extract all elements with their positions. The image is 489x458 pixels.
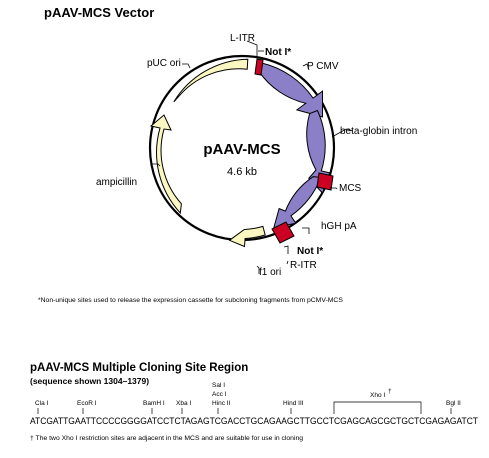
not1-bottom-label: Not I* xyxy=(297,246,323,257)
mcs-region-subtitle: (sequence shown 1304–1379) xyxy=(30,376,149,386)
not1-top-label: Not I* xyxy=(265,47,291,58)
mcs-region-title: pAAV-MCS Multiple Cloning Site Region xyxy=(30,362,248,374)
leader-lines xyxy=(152,40,354,274)
site-label-sal1: Sal I xyxy=(212,382,225,389)
site-label-hinc2: Hinc II xyxy=(212,400,231,407)
site-label-bgl2: Bgl II xyxy=(446,400,461,407)
plasmid-name: pAAV-MCS xyxy=(203,141,280,158)
ritr-label: R-ITR xyxy=(290,260,317,271)
beta-globin-label: beta-globin intron xyxy=(340,126,417,137)
mcs-label: MCS xyxy=(339,183,362,194)
site-ticks xyxy=(37,401,452,414)
hgh-pa-arrow xyxy=(273,176,322,229)
xho1-footnote: † The two Xho I restriction sites are ad… xyxy=(30,435,303,442)
site-label-ecor1: EcoR I xyxy=(77,400,97,407)
mcs-site xyxy=(316,172,334,191)
site-label-acc1: Acc I xyxy=(212,391,227,398)
site-label-hind3: Hind III xyxy=(283,400,304,407)
site-label-xho1-mark: † xyxy=(388,388,392,395)
vector-title: pAAV-MCS Vector xyxy=(44,5,154,20)
f1-ori-label: f1 ori xyxy=(259,267,281,278)
litr-label: L-ITR xyxy=(230,33,255,44)
puc-ori-arrow xyxy=(173,58,249,103)
nonunique-footnote: *Non-unique sites used to release the ex… xyxy=(38,297,343,304)
site-label-xba1: Xba I xyxy=(176,400,191,407)
ampicillin-label: ampicillin xyxy=(96,177,137,188)
not1-site-bottom xyxy=(271,221,295,244)
hgh-pa-label: hGH pA xyxy=(321,221,357,232)
plasmid-size: 4.6 kb xyxy=(227,166,257,178)
not1-site-top xyxy=(254,58,264,76)
mcs-region: pAAV-MCS Multiple Cloning Site Region (s… xyxy=(30,362,478,442)
puc-ori-label: pUC ori xyxy=(147,58,181,69)
site-label-xho1: Xho I xyxy=(370,392,385,399)
plasmid-map: pAAV-MCS 4.6 kb L-ITR Not I* P CMV beta-… xyxy=(96,33,417,278)
f1-ori-arrow xyxy=(228,225,266,248)
pcmv-label: P CMV xyxy=(307,61,339,72)
ampicillin-arrow xyxy=(149,114,182,215)
site-label-bamh1: BamH I xyxy=(143,400,165,407)
pcmv-arrow xyxy=(258,62,323,118)
mcs-sequence: ATCGATTGAATTCCCCGGGGATCCTCTAGAGTCGACCTGC… xyxy=(30,416,478,426)
site-label-cla1: Cla I xyxy=(35,400,49,407)
